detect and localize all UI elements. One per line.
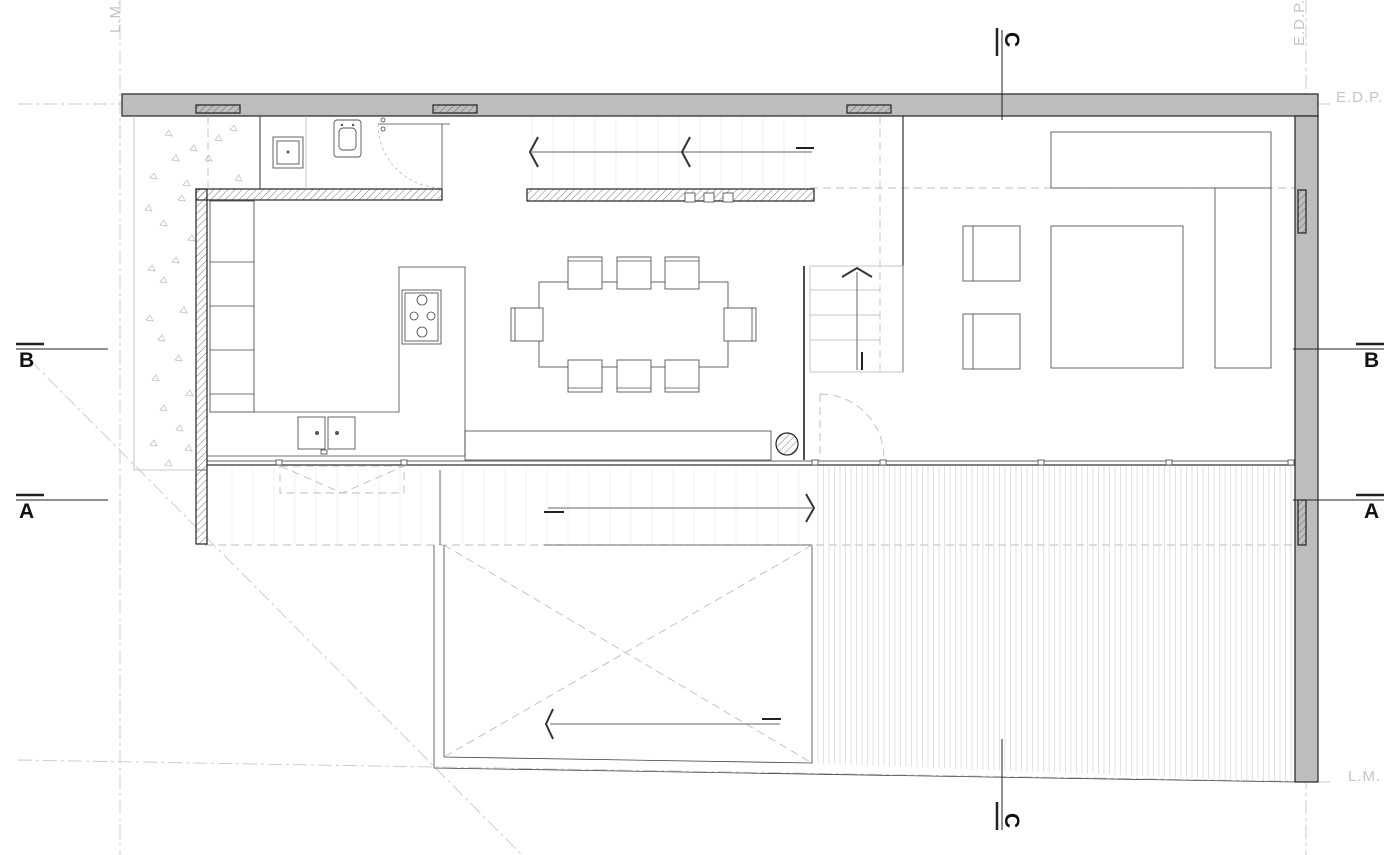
stair-arrows	[528, 136, 873, 740]
section-marker-a-right	[1293, 493, 1384, 501]
glazing-facade	[207, 459, 1295, 545]
section-label-c-bottom: C	[1000, 813, 1023, 828]
kitchen	[207, 200, 799, 494]
dining-set	[510, 256, 757, 393]
section-marker-b-right	[1293, 342, 1384, 350]
boundary-label-lm-bottom-right: L.M.	[1348, 768, 1381, 785]
section-marker-a-left	[16, 493, 108, 501]
section-label-a-right: A	[1364, 500, 1379, 523]
section-label-c-top: C	[1000, 32, 1023, 47]
section-marker-c-top	[995, 28, 1003, 120]
void-area	[433, 544, 1296, 783]
section-marker-b-left	[16, 342, 108, 350]
boundary-label-lm-top-left: L.M.	[107, 0, 124, 33]
exterior-walls	[121, 93, 1319, 783]
section-label-b-left: B	[19, 349, 34, 372]
boundary-label-edp-right: E.D.P.	[1336, 89, 1383, 106]
boundary-lines	[17, 0, 1331, 855]
bathroom	[272, 116, 450, 189]
section-label-a-left: A	[19, 500, 34, 523]
boundary-label-edp-top-right: E.D.P.	[1291, 0, 1308, 46]
stone-side-strip	[133, 116, 243, 471]
living-room	[809, 131, 1272, 460]
deck-area	[817, 466, 1292, 782]
section-label-b-right: B	[1364, 349, 1379, 372]
section-marker-c-bottom	[995, 739, 1003, 830]
interior-walls	[195, 116, 904, 545]
